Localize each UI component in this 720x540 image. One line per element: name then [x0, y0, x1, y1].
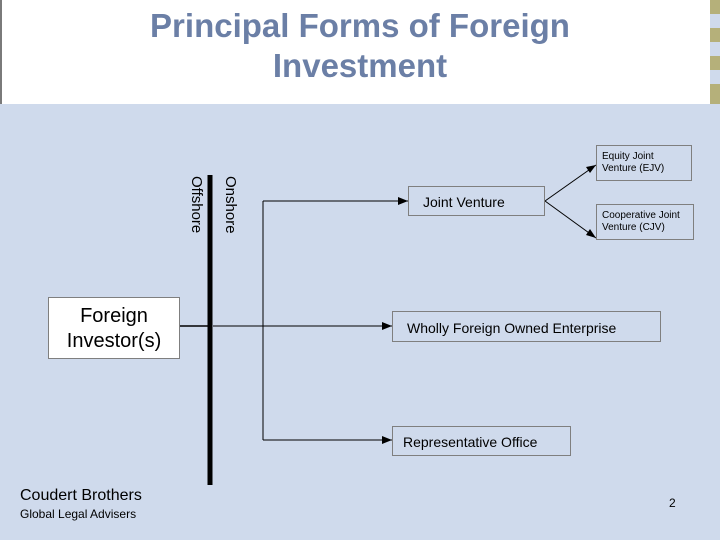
investor-line-2: Investor(s)	[66, 330, 162, 352]
header-border	[0, 0, 2, 104]
rep-office-arrowhead	[382, 436, 392, 444]
slide-header	[0, 0, 710, 104]
investor-line-1: Foreign	[80, 305, 148, 327]
foreign-investor-box: Foreign Investor(s)	[48, 297, 180, 359]
onshore-label: Onshore	[222, 176, 239, 234]
page-number: 2	[669, 496, 676, 510]
wfoe-arrowhead	[382, 322, 392, 330]
rep-office-label: Representative Office	[403, 434, 538, 450]
wfoe-label: Wholly Foreign Owned Enterprise	[407, 320, 617, 336]
cjv-line-2: Venture (CJV)	[602, 222, 665, 233]
title-line-2: Investment	[272, 47, 448, 84]
stripe-block-2	[710, 28, 720, 42]
ejv-arrowhead	[586, 165, 596, 173]
slide-title: Principal Forms of Foreign Investment	[60, 6, 660, 86]
ejv-branch	[544, 164, 597, 202]
cooperative-joint-venture-box: Cooperative Joint Venture (CJV)	[596, 204, 694, 240]
wfoe-box: Wholly Foreign Owned Enterprise	[392, 311, 661, 342]
stripe-block-4	[710, 84, 720, 104]
company-logo-name: Coudert Brothers	[20, 487, 142, 504]
joint-venture-box: Joint Venture	[408, 186, 545, 216]
cjv-arrowhead	[586, 229, 596, 238]
joint-venture-label: Joint Venture	[423, 194, 505, 210]
stripe-block-3	[710, 56, 720, 70]
title-line-1: Principal Forms of Foreign	[150, 7, 570, 44]
ejv-line-2: Venture (EJV)	[602, 163, 665, 174]
equity-joint-venture-box: Equity Joint Venture (EJV)	[596, 145, 692, 181]
cjv-line-1: Cooperative Joint	[602, 210, 680, 221]
representative-office-box: Representative Office	[392, 426, 571, 456]
company-logo-tagline: Global Legal Advisers	[20, 507, 137, 521]
jv-arrowhead	[398, 197, 408, 205]
ejv-line-1: Equity Joint	[602, 151, 654, 162]
cjv-branch	[544, 200, 597, 239]
offshore-label: Offshore	[188, 176, 205, 234]
stripe-block-1	[710, 0, 720, 14]
